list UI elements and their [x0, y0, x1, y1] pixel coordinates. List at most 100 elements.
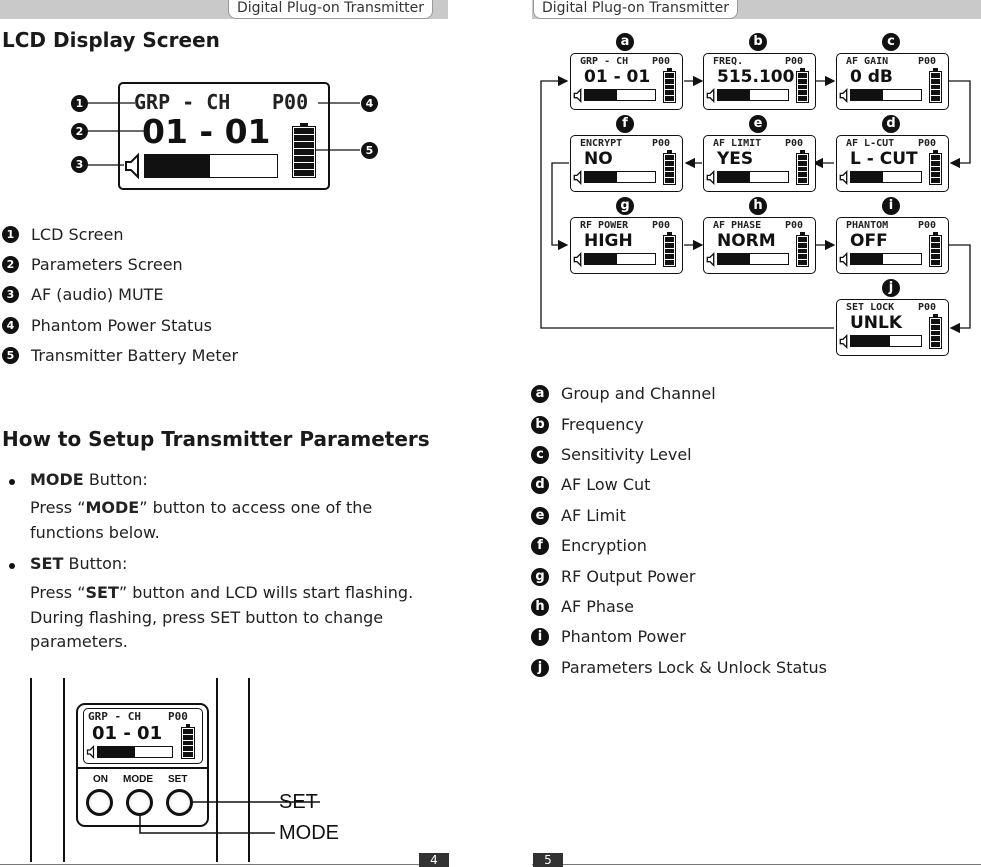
lcd-display-title: LCD Display Screen: [2, 28, 220, 52]
screen-label: AF L-CUT: [846, 138, 895, 149]
mode-button[interactable]: [126, 789, 153, 816]
legend-badge: 3: [2, 286, 19, 303]
legend-item: h AF Phase: [531, 597, 634, 616]
legend-text: Group and Channel: [561, 384, 716, 403]
screen-letter-badge: f: [616, 115, 634, 133]
screen-label: FREQ.: [713, 56, 744, 67]
set-desc-post: ” button and LCD wills start flashing. D…: [30, 583, 414, 651]
screen-meter: [850, 171, 922, 183]
screen-pnum: P00: [652, 220, 671, 231]
battery-meter-icon: [796, 68, 809, 103]
screen-pnum: P00: [918, 220, 937, 231]
screen-meter: [850, 253, 922, 265]
screen-meter: [717, 171, 789, 183]
screen-letter-badge: a: [616, 33, 634, 51]
legend-text: Encryption: [561, 536, 647, 555]
legend-badge: j: [531, 658, 549, 677]
legend-badge: a: [531, 384, 549, 403]
speaker-icon: [706, 170, 715, 185]
on-button-label: ON: [93, 774, 108, 785]
callout-badge-3: 3: [71, 156, 88, 173]
screen-letter-badge: h: [749, 197, 767, 215]
set-bold: SET: [30, 554, 64, 573]
speaker-icon: [839, 252, 848, 267]
mode-desc-bold: MODE: [85, 498, 140, 517]
screen-meter-fill: [585, 172, 617, 182]
legend-text: AF Low Cut: [561, 475, 651, 494]
screen-label: RF POWER: [580, 220, 629, 231]
legend-text: Sensitivity Level: [561, 445, 692, 464]
device-lcd-meter-fill: [98, 747, 135, 757]
screen-value: NO: [584, 149, 613, 169]
screen-value: HIGH: [584, 231, 633, 251]
set-button[interactable]: [166, 789, 193, 816]
lcd-audio-meter: [144, 154, 278, 178]
mode-button-heading: MODE Button:: [30, 470, 148, 489]
speaker-icon: [706, 88, 715, 103]
screen-meter-fill: [718, 172, 750, 182]
battery-meter-icon: [929, 314, 942, 349]
legend-badge: 5: [2, 347, 19, 364]
screen-meter-fill: [851, 254, 883, 264]
legend-badge: 4: [2, 317, 19, 334]
speaker-icon: [839, 170, 848, 185]
left-footer-line: [0, 864, 448, 865]
screen-pnum: P00: [918, 56, 937, 67]
lcd-group-channel-label: GRP - CH: [134, 90, 231, 114]
speaker-icon: [706, 252, 715, 267]
right-header-tab: Digital Plug-on Transmitter: [533, 0, 739, 19]
set-desc-bold: SET: [85, 583, 119, 602]
screen-value: 0 dB: [850, 67, 893, 87]
legend-text: RF Output Power: [561, 567, 696, 586]
callout-badge-1: 1: [71, 95, 88, 112]
screen-pnum: P00: [918, 302, 937, 313]
screen-label: AF LIMIT: [713, 138, 762, 149]
speaker-icon: [86, 745, 95, 759]
legend-badge: b: [531, 415, 549, 434]
mode-bold: MODE: [30, 470, 84, 489]
setup-parameters-title: How to Setup Transmitter Parameters: [2, 427, 430, 451]
legend-badge: e: [531, 506, 549, 525]
battery-meter-icon: [663, 232, 676, 267]
on-button[interactable]: [86, 789, 113, 816]
speaker-icon: [573, 252, 582, 267]
legend-badge: i: [531, 627, 549, 646]
set-callout-label: SET: [279, 791, 318, 813]
set-desc-pre: Press “: [30, 583, 86, 602]
screen-meter: [584, 171, 656, 183]
set-description: Press “SET” button and LCD wills start f…: [30, 581, 445, 655]
legend-badge: h: [531, 597, 549, 616]
set-button-label: SET: [168, 774, 188, 785]
screen-meter-fill: [851, 90, 883, 100]
screen-pnum: P00: [652, 138, 671, 149]
screen-letter-badge: e: [749, 115, 767, 133]
battery-meter-icon: [663, 68, 676, 103]
legend-badge: c: [531, 445, 549, 464]
callout-badge-4: 4: [361, 95, 378, 112]
screen-meter: [850, 89, 922, 101]
screen-meter: [850, 335, 922, 347]
right-page-number: 5: [533, 853, 563, 867]
legend-text: AF Phase: [561, 597, 635, 616]
screen-value: UNLK: [850, 313, 903, 333]
screen-pnum: P00: [652, 56, 671, 67]
screen-label: ENCRYPT: [580, 138, 623, 149]
legend-badge: 1: [2, 226, 19, 243]
device-lcd-meter: [97, 746, 173, 758]
screen-value: YES: [717, 149, 754, 169]
device-lcd: GRP - CH P00 01 - 01: [83, 708, 203, 764]
screen-meter: [717, 89, 789, 101]
mode-description: Press “MODE” button to access one of the…: [30, 496, 430, 545]
screen-pnum: P00: [785, 220, 804, 231]
legend-text: Transmitter Battery Meter: [31, 346, 239, 365]
device-lcd-label: GRP - CH: [88, 710, 141, 723]
